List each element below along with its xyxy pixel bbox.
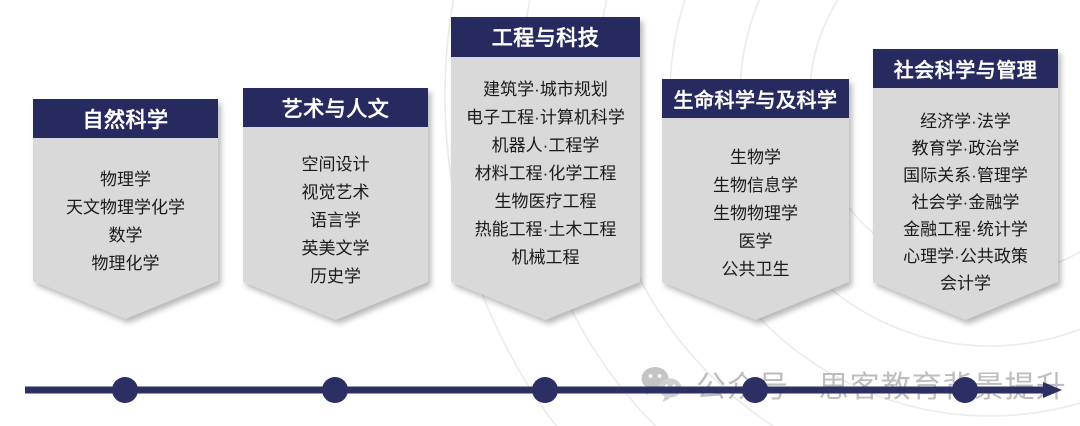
panel-shape: 自然科学 物理学 天文物理学化学 数学 物理化学: [33, 99, 218, 319]
panel-item: 金融工程·统计学: [903, 220, 1028, 239]
panel-item: 天文物理学化学: [66, 198, 185, 217]
panel-shape: 工程与科技 建筑学·城市规划 电子工程·计算机科学 机器人·工程学 材料工程·化…: [451, 17, 640, 320]
panel-item: 生物学: [730, 148, 781, 167]
panel-item: 数学: [108, 226, 143, 245]
panel-item: 物理化学: [91, 254, 160, 273]
category-panel-arts-humanities[interactable]: 艺术与人文 空间设计 视觉艺术 语言学 英美文学 历史学: [243, 88, 428, 320]
panel-item: 英美文学: [301, 239, 370, 258]
panel-shape: 社会科学与管理 经济学·法学 教育学·政治学 国际关系·管理学 社会学·金融学 …: [873, 49, 1058, 320]
panel-item: 语言学: [310, 211, 361, 230]
panel-body-arts-humanities: 空间设计 视觉艺术 语言学 英美文学 历史学: [243, 127, 428, 291]
panel-header-social-sciences-management: 社会科学与管理: [873, 49, 1058, 88]
panel-header-natural-sciences: 自然科学: [33, 99, 218, 138]
panel-title: 社会科学与管理: [893, 60, 1038, 82]
panel-item: 机械工程: [511, 248, 580, 267]
panel-shape: 生命科学与及科学 生物学 生物信息学 生物物理学 医学 公共卫生: [662, 79, 849, 320]
wechat-icon: [641, 367, 682, 402]
timeline-dot: [532, 377, 558, 403]
panel-item: 经济学·法学: [920, 112, 1011, 131]
timeline-dot: [112, 377, 138, 403]
watermark-text: 公众号 · 思客教育背景提升: [696, 371, 1067, 404]
panel-item: 材料工程·化学工程: [474, 164, 617, 183]
panel-item: 历史学: [310, 267, 361, 286]
panel-item: 生物物理学: [713, 204, 798, 223]
panel-item: 视觉艺术: [301, 183, 370, 202]
panel-header-engineering-technology: 工程与科技: [451, 17, 640, 57]
category-panel-social-sciences-management[interactable]: 社会科学与管理 经济学·法学 教育学·政治学 国际关系·管理学 社会学·金融学 …: [873, 49, 1058, 320]
watermark: 公众号 · 思客教育背景提升: [640, 362, 1067, 406]
panel-item: 生物医疗工程: [494, 192, 597, 211]
panel-shape: 艺术与人文 空间设计 视觉艺术 语言学 英美文学 历史学: [243, 88, 428, 320]
panel-item: 教育学·政治学: [911, 139, 1020, 158]
panel-item: 热能工程·土木工程: [474, 220, 617, 239]
panel-body-social-sciences-management: 经济学·法学 教育学·政治学 国际关系·管理学 社会学·金融学 金融工程·统计学…: [873, 88, 1058, 297]
category-panel-life-sciences[interactable]: 生命科学与及科学 生物学 生物信息学 生物物理学 医学 公共卫生: [662, 79, 849, 320]
timeline-dot: [322, 377, 348, 403]
panel-item: 建筑学·城市规划: [483, 80, 608, 99]
panel-item: 机器人·工程学: [491, 136, 600, 155]
panel-item: 生物信息学: [713, 176, 798, 195]
category-panel-engineering-technology[interactable]: 工程与科技 建筑学·城市规划 电子工程·计算机科学 机器人·工程学 材料工程·化…: [451, 17, 640, 320]
panel-item: 会计学: [940, 274, 991, 293]
panel-title: 艺术与人文: [281, 97, 390, 121]
panel-item: 电子工程·计算机科学: [466, 108, 625, 127]
panel-header-arts-humanities: 艺术与人文: [243, 88, 428, 127]
panel-body-natural-sciences: 物理学 天文物理学化学 数学 物理化学: [33, 138, 218, 278]
panel-header-life-sciences: 生命科学与及科学: [662, 79, 849, 118]
panel-item: 社会学·金融学: [911, 193, 1020, 212]
panel-body-engineering-technology: 建筑学·城市规划 电子工程·计算机科学 机器人·工程学 材料工程·化学工程 生物…: [451, 57, 640, 272]
category-panel-natural-sciences[interactable]: 自然科学 物理学 天文物理学化学 数学 物理化学: [33, 99, 218, 319]
panel-title: 生命科学与及科学: [673, 90, 838, 112]
panel-item: 公共卫生: [721, 260, 790, 279]
panel-body-life-sciences: 生物学 生物信息学 生物物理学 医学 公共卫生: [662, 118, 849, 284]
panel-title: 工程与科技: [491, 27, 600, 50]
panel-title: 自然科学: [82, 108, 169, 132]
panel-item: 心理学·公共政策: [903, 247, 1028, 266]
panel-item: 医学: [738, 232, 773, 251]
panel-item: 空间设计: [301, 155, 370, 174]
panel-item: 国际关系·管理学: [903, 166, 1028, 185]
panel-item: 物理学: [100, 170, 151, 189]
